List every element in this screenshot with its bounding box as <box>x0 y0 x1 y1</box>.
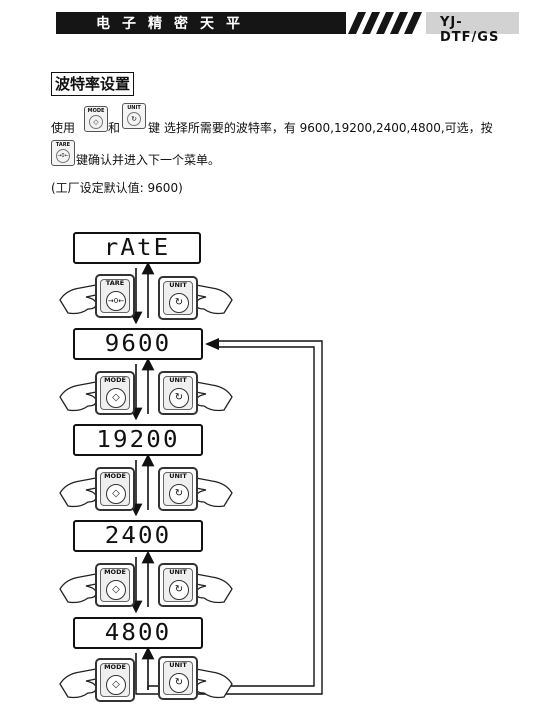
display-2400: 2400 <box>73 520 203 552</box>
display-2400-text: 2400 <box>104 523 172 549</box>
return-arrowhead <box>205 338 219 350</box>
unit-key-row5-label: UNIT <box>169 661 187 669</box>
unit-key-row5-symbol: ↻ <box>169 673 189 693</box>
instruction-line1-rest: 键 选择所需要的波特率，有 9600,19200,2400,4800,可选，按 <box>148 121 493 135</box>
display-19200: 19200 <box>73 424 203 456</box>
display-rate-text: rAtE <box>103 235 171 261</box>
mode-key-row4-symbol: ◇ <box>106 580 126 600</box>
unit-key-icon-symbol: ↻ <box>127 112 141 126</box>
right-hand-icon-3 <box>189 477 233 508</box>
document-header: 电子精密天平 YJ-DTF/GS <box>56 12 519 45</box>
default-value-note: (工厂设定默认值: 9600) <box>51 181 183 195</box>
mode-key-row3-symbol: ◇ <box>106 484 126 504</box>
header-model-number: YJ-DTF/GS <box>440 15 500 45</box>
mode-key-row3: MODE ◇ <box>95 467 135 511</box>
mode-key-row4: MODE ◇ <box>95 563 135 607</box>
mode-key-row5-symbol: ◇ <box>106 675 126 695</box>
tare-key-icon-label: TARE <box>55 142 71 148</box>
instruction-line2: 键确认并进入下一个菜单。 <box>76 153 221 167</box>
unit-key-icon: UNIT ↻ <box>122 103 146 129</box>
left-hand-icon-5 <box>59 668 103 699</box>
unit-key-row1-symbol: ↻ <box>169 293 189 313</box>
unit-key-row5: UNIT ↻ <box>158 656 198 700</box>
right-hand-icon-2 <box>189 381 233 412</box>
mode-key-row5-label: MODE <box>104 663 126 671</box>
mode-key-row2: MODE ◇ <box>95 371 135 415</box>
mode-key-row2-symbol: ◇ <box>106 388 126 408</box>
tare-key-icon-symbol: →0← <box>56 149 70 163</box>
header-stripes-decoration <box>348 12 422 34</box>
unit-key-row3-label: UNIT <box>169 472 187 480</box>
header-title: 电子精密天平 <box>96 16 252 32</box>
right-hand-icon-4 <box>189 573 233 604</box>
display-19200-text: 19200 <box>96 427 180 453</box>
left-hand-icon-4 <box>59 573 103 604</box>
tare-key: TARE →0← <box>95 274 135 318</box>
unit-key-row2: UNIT ↻ <box>158 371 198 415</box>
display-4800-text: 4800 <box>104 620 172 646</box>
unit-key-row4-symbol: ↻ <box>169 580 189 600</box>
display-4800: 4800 <box>73 617 203 649</box>
mode-key-row2-label: MODE <box>104 376 126 384</box>
tare-key-icon: TARE →0← <box>51 140 75 166</box>
tare-key-symbol: →0← <box>106 291 126 311</box>
display-9600-text: 9600 <box>104 331 172 357</box>
mode-key-icon: MODE ◇ <box>84 106 108 132</box>
display-9600: 9600 <box>73 328 203 360</box>
mode-key-icon-label: MODE <box>87 108 105 114</box>
mode-key-row3-label: MODE <box>104 472 126 480</box>
unit-key-row4-label: UNIT <box>169 568 187 576</box>
unit-key-icon-label: UNIT <box>127 105 141 111</box>
unit-key-row4: UNIT ↻ <box>158 563 198 607</box>
left-hand-icon-3 <box>59 477 103 508</box>
section-title: 波特率设置 <box>51 72 135 96</box>
right-hand-icon-5 <box>189 668 233 699</box>
header-gray-band <box>426 12 519 34</box>
unit-key-row3-symbol: ↻ <box>169 484 189 504</box>
unit-key-row1-label: UNIT <box>169 281 187 289</box>
unit-key-row2-symbol: ↻ <box>169 388 189 408</box>
left-hand-icon-1 <box>59 284 103 315</box>
header-black-band <box>56 12 346 34</box>
instruction-and: 和 <box>108 121 121 135</box>
mode-key-icon-symbol: ◇ <box>89 115 103 129</box>
unit-key-row2-label: UNIT <box>169 376 187 384</box>
mode-key-row4-label: MODE <box>104 568 126 576</box>
display-rate: rAtE <box>73 232 201 264</box>
tare-key-label: TARE <box>105 279 125 287</box>
unit-key-row1: UNIT ↻ <box>158 276 198 320</box>
right-hand-icon-1 <box>189 284 233 315</box>
mode-key-row5: MODE ◇ <box>95 658 135 702</box>
instruction-prefix: 使用 <box>51 121 76 135</box>
left-hand-icon-2 <box>59 381 103 412</box>
unit-key-row3: UNIT ↻ <box>158 467 198 511</box>
